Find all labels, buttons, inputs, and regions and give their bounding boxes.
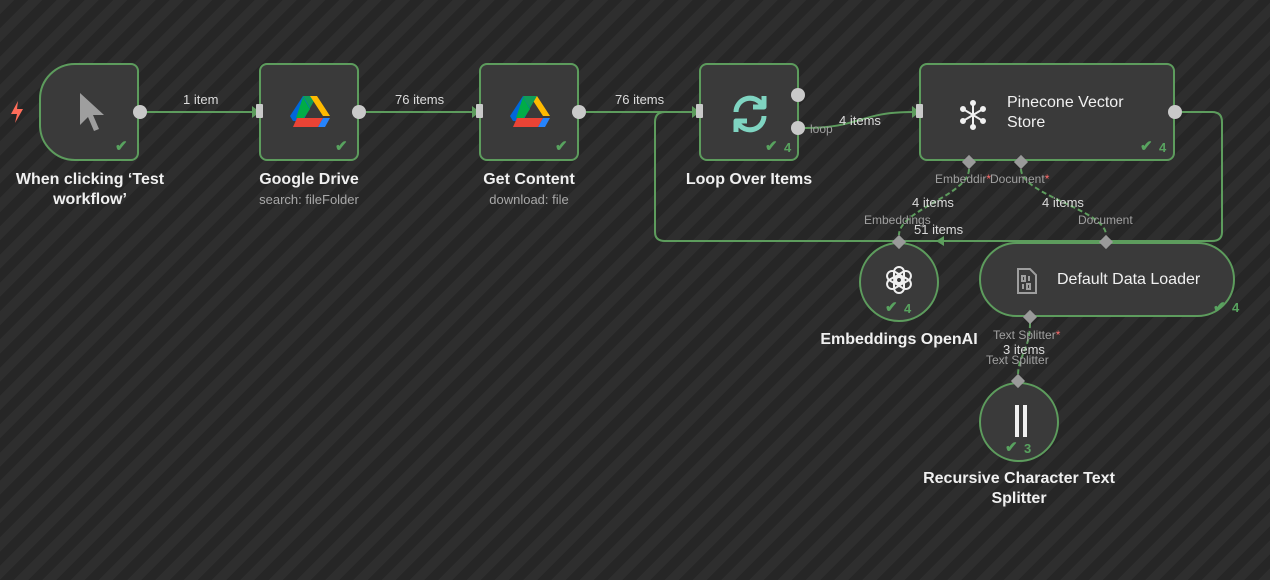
edge-embeddings-pinecone xyxy=(898,168,970,236)
embeddings-port-label: Embeddings xyxy=(864,213,931,227)
success-check-icon: ✔ xyxy=(1140,138,1153,155)
lightning-bolt-icon xyxy=(9,100,25,124)
node-get-content[interactable]: ✔ xyxy=(479,63,579,161)
edge-label-loader-pinecone: 4 items xyxy=(1042,195,1084,210)
edge-label-splitter-loader: 3 items xyxy=(1003,342,1045,357)
node-embeddings-openai[interactable]: ✔ 4 xyxy=(859,242,939,322)
success-check-icon: ✔ xyxy=(555,138,568,155)
get-content-output-port[interactable] xyxy=(572,105,586,119)
success-check-icon: ✔ xyxy=(885,299,898,316)
node-default-data-loader[interactable]: Default Data Loader ✔ xyxy=(979,242,1235,317)
google-drive-subtitle: search: fileFolder xyxy=(259,192,359,207)
success-check-icon: ✔ xyxy=(1213,299,1226,316)
run-count: 4 xyxy=(1159,140,1167,155)
google-drive-input-port[interactable] xyxy=(256,104,263,118)
edge-splitter-loader xyxy=(1017,322,1031,377)
pinecone-input-port[interactable] xyxy=(916,104,923,118)
success-check-icon: ✔ xyxy=(335,138,348,155)
trigger-title: When clicking ‘Test workflow’ xyxy=(15,171,165,208)
loop-input-port[interactable] xyxy=(696,104,703,118)
embeddings-title: Embeddings OpenAI xyxy=(820,331,978,348)
get-content-subtitle: download: file xyxy=(489,192,569,207)
run-count: 4 xyxy=(784,140,792,155)
loader-run-count: 4 xyxy=(1232,300,1240,315)
splitter-title: Recursive Character Text Splitter xyxy=(923,470,1115,507)
edge-loader-pinecone xyxy=(1020,168,1107,236)
google-drive-icon xyxy=(509,93,551,131)
edge-label-content-loop: 76 items xyxy=(615,92,665,107)
trigger-output-port[interactable] xyxy=(133,105,147,119)
loop-loop-output-port[interactable] xyxy=(791,121,805,135)
node-recursive-character-text-splitter[interactable]: ✔ 3 xyxy=(979,382,1059,462)
get-content-input-port[interactable] xyxy=(476,104,483,118)
edge-label-loop-pinecone: 4 items xyxy=(839,113,881,128)
success-check-icon: ✔ xyxy=(1005,439,1018,456)
loop-title: Loop Over Items xyxy=(685,171,813,188)
node-trigger[interactable]: ✔ xyxy=(39,63,139,161)
edge-label-embeddings-pinecone: 4 items xyxy=(912,195,954,210)
edge-loop-pinecone xyxy=(804,111,913,129)
run-count: 3 xyxy=(1024,441,1032,456)
pinecone-document-port-label: Document* xyxy=(990,172,1050,186)
success-check-icon: ✔ xyxy=(115,138,128,155)
loader-document-port-label: Document xyxy=(1078,213,1133,227)
cursor-icon xyxy=(71,89,111,135)
loader-title: Default Data Loader xyxy=(1057,271,1201,288)
pinecone-title: Pinecone Vector Store xyxy=(1007,94,1124,131)
pinecone-icon xyxy=(953,95,993,135)
google-drive-title: Google Drive xyxy=(259,171,359,188)
loader-text-splitter-port-label: Text Splitter* xyxy=(993,328,1061,342)
edge-label-pinecone-back: 51 items xyxy=(914,222,964,237)
node-google-drive[interactable]: ✔ xyxy=(259,63,359,161)
splitter-port-label: Text Splitter xyxy=(986,353,1049,367)
node-loop-over-items[interactable]: ✔ 4 xyxy=(699,63,799,161)
openai-icon xyxy=(881,262,917,298)
loop-icon xyxy=(727,91,773,137)
pinecone-embedding-port-label: Embeddir* xyxy=(935,172,992,186)
pinecone-output-port[interactable] xyxy=(1168,105,1182,119)
google-drive-output-port[interactable] xyxy=(352,105,366,119)
node-pinecone-vector-store[interactable]: Pinecone Vector Store ✔ 4 xyxy=(919,63,1175,161)
loop-done-output-port[interactable] xyxy=(791,88,805,102)
google-drive-icon xyxy=(289,93,331,131)
edge-label-drive-content: 76 items xyxy=(395,92,445,107)
success-check-icon: ✔ xyxy=(765,138,778,155)
get-content-title: Get Content xyxy=(483,171,575,188)
run-count: 4 xyxy=(904,301,912,316)
splitter-icon xyxy=(1009,404,1033,438)
edge-label-trigger-drive: 1 item xyxy=(183,92,219,107)
binary-file-icon xyxy=(1013,266,1041,296)
loop-port-label: loop xyxy=(810,122,833,136)
